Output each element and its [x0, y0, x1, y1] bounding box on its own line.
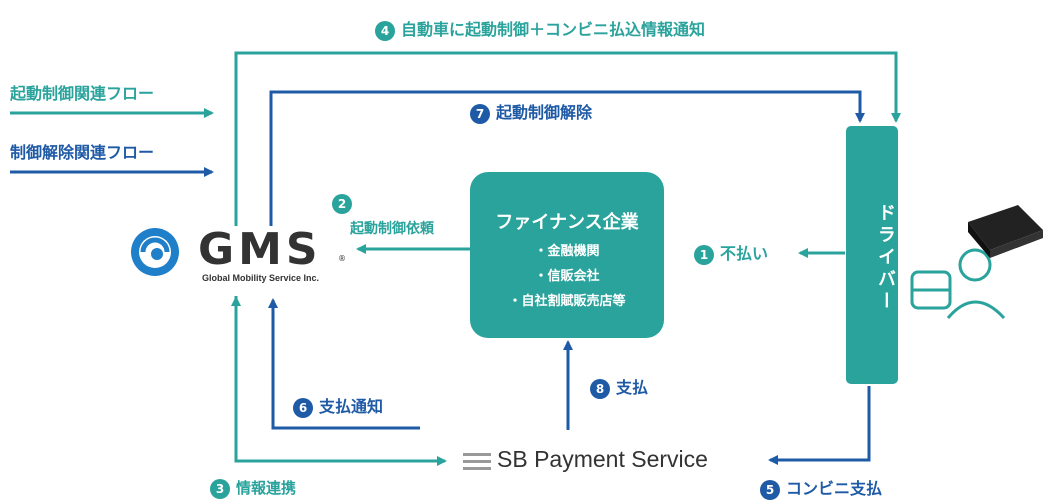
- step2-number: 2: [332, 194, 352, 214]
- device-icon: [968, 205, 1043, 258]
- step6-text: 支払通知: [319, 397, 384, 416]
- step8-text: 支払: [616, 378, 649, 397]
- step3-number: 3: [210, 478, 230, 499]
- step5-text: コンビニ支払: [786, 479, 883, 498]
- step7-label: 7 起動制御解除: [470, 99, 592, 124]
- finance-item: ・自社割賦販売店等: [508, 294, 626, 309]
- sbps-logo: SB Payment Service: [463, 446, 725, 478]
- arrow-step5: [768, 386, 871, 465]
- step7-text: 起動制御解除: [496, 103, 593, 122]
- finance-title: ファイナンス企業: [495, 212, 639, 233]
- gms-logo-text: GMS: [198, 224, 322, 275]
- arrow-step3: [234, 296, 447, 466]
- step2-text: 起動制御依頼: [350, 221, 434, 237]
- step1-label: 1 不払い: [694, 240, 768, 265]
- arrow-step4: [234, 51, 901, 226]
- legend-release-label: 制御解除関連フロー: [10, 143, 155, 162]
- step5-number: 5: [760, 479, 780, 500]
- gms-registered-mark: ®: [338, 254, 346, 263]
- step4-label: 4 自動車に起動制御＋コンビニ払込情報通知: [375, 16, 705, 41]
- step6-number: 6: [293, 397, 313, 418]
- arrow-step6: [268, 298, 420, 430]
- step4-text: 自動車に起動制御＋コンビニ払込情報通知: [401, 20, 706, 39]
- step6-label: 6 支払通知: [293, 393, 383, 418]
- gms-logo-icon: [131, 228, 179, 276]
- step7-number: 7: [470, 103, 490, 124]
- finance-company-box: ファイナンス企業 ・金融機関 ・信販会社 ・自社割賦販売店等: [470, 172, 664, 338]
- arrow-step7: [269, 90, 865, 226]
- driver-label: ドライバー: [875, 203, 896, 313]
- step8-number: 8: [590, 378, 610, 399]
- step4-number: 4: [375, 20, 395, 41]
- step3-label: 3 情報連携: [210, 477, 296, 499]
- step5-label: 5 コンビニ支払: [760, 475, 882, 500]
- step1-text: 不払い: [720, 244, 769, 263]
- finance-item: ・信販会社: [534, 269, 600, 284]
- driver-box: ドライバー: [846, 126, 898, 384]
- step3-text: 情報連携: [236, 479, 297, 497]
- sbps-label: SB Payment Service: [497, 446, 708, 472]
- driver-car-icon: [910, 248, 1006, 320]
- step2-number-wrap: 2: [332, 194, 358, 214]
- gms-subtitle: Global Mobility Service Inc.: [202, 273, 320, 283]
- finance-item: ・金融機関: [534, 244, 600, 259]
- step8-label: 8 支払: [590, 374, 648, 399]
- step1-number: 1: [694, 244, 714, 265]
- sbps-bars-icon: [463, 453, 491, 473]
- legend-activation-label: 起動制御関連フロー: [10, 84, 155, 103]
